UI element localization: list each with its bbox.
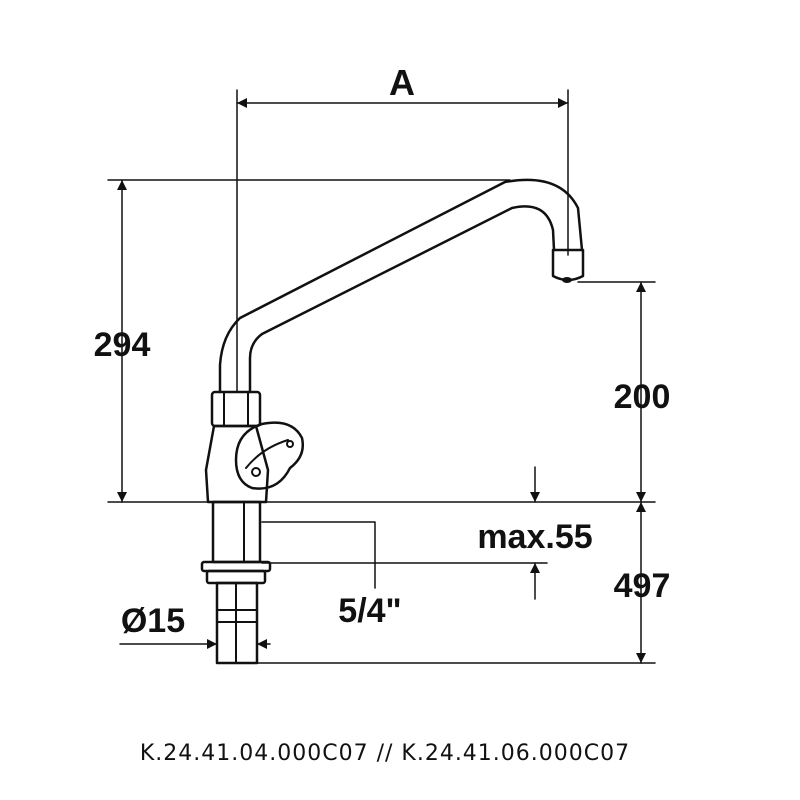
threaded-shank bbox=[211, 500, 262, 564]
handle-knob-detail bbox=[251, 467, 261, 477]
faucet-outline bbox=[200, 178, 585, 665]
label-max-thickness: max.55 bbox=[477, 518, 592, 556]
label-total-height: 294 bbox=[94, 326, 151, 364]
handle-knob bbox=[234, 421, 304, 490]
model-codes: K.24.41.04.000C07 // K.24.41.06.000C07 bbox=[140, 741, 630, 766]
spout-inner bbox=[248, 205, 556, 394]
label-pipe-diameter: Ø15 bbox=[121, 602, 185, 640]
washer bbox=[205, 569, 267, 585]
aerator-hole bbox=[562, 277, 572, 283]
label-thread: 5/4" bbox=[338, 592, 401, 630]
spout-outer bbox=[218, 178, 584, 394]
hex-nut bbox=[210, 390, 262, 428]
handle-knob-detail bbox=[286, 440, 294, 448]
label-spout-height: 200 bbox=[614, 378, 671, 416]
label-shank-length: 497 bbox=[614, 567, 671, 605]
label-width-a: A bbox=[389, 62, 415, 103]
reference-lines bbox=[107, 89, 656, 664]
handle-knob-detail bbox=[245, 439, 289, 469]
leader-thread bbox=[261, 521, 376, 589]
dimension-lines bbox=[117, 98, 646, 664]
lock-nut bbox=[200, 560, 272, 573]
